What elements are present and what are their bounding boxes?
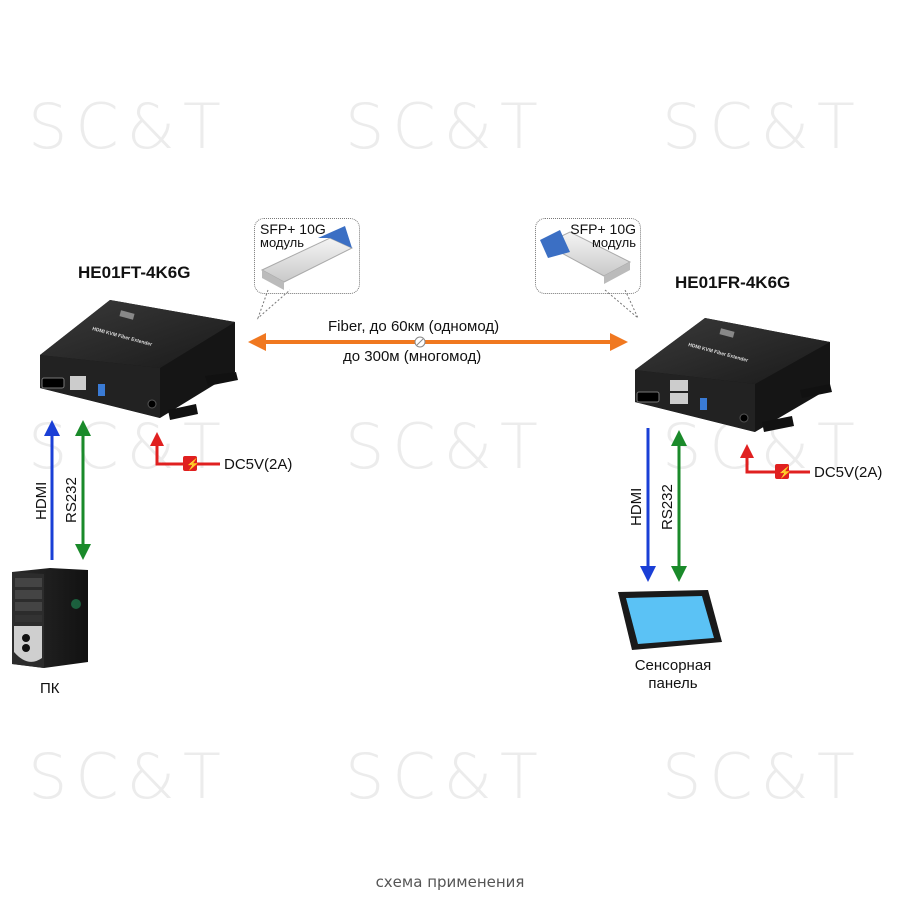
power-label-right: DC5V(2A) xyxy=(814,464,883,481)
touch-panel-icon xyxy=(618,590,722,650)
bubble-tail-right xyxy=(604,289,639,319)
rs232-arrow-left xyxy=(75,420,91,560)
rs232-arrow-right xyxy=(671,430,687,582)
rs232-label-right: RS232 xyxy=(659,484,676,530)
fiber-link-arrow xyxy=(248,333,628,351)
svg-text:⚡: ⚡ xyxy=(186,458,200,471)
pc-tower-icon xyxy=(12,568,88,668)
svg-text:⚡: ⚡ xyxy=(778,466,792,479)
watermark: SC&T xyxy=(662,90,863,163)
fiber-label-top: Fiber, до 60км (одномод) xyxy=(328,318,500,335)
watermark: SC&T xyxy=(662,740,863,813)
receiver-model: HE01FR-4K6G xyxy=(675,273,791,292)
watermark: SC&T xyxy=(345,740,546,813)
sfp-module-right xyxy=(540,230,632,284)
hdmi-label-right: HDMI xyxy=(628,487,645,526)
sfp-bubble-left xyxy=(254,218,360,294)
watermark: SC&T xyxy=(345,410,546,483)
fiber-label-bottom: до 300м (многомод) xyxy=(343,348,482,365)
hdmi-arrow-left xyxy=(44,420,60,560)
pc-label: ПК xyxy=(40,680,60,697)
touch-panel-label-line2: панель xyxy=(648,675,698,692)
hdmi-label-left: HDMI xyxy=(33,481,50,520)
power-arrow-right: ⚡ xyxy=(740,444,810,479)
watermark: SC&T xyxy=(28,90,229,163)
watermark: SC&T xyxy=(345,90,546,163)
sfp-right-line2: модуль xyxy=(591,235,636,250)
touch-panel-label: Сенсорная панель xyxy=(628,657,718,693)
power-arrow-left: ⚡ xyxy=(150,432,220,471)
receiver-device: HDMI KVM Fiber Extender xyxy=(635,318,832,432)
sfp-module-left xyxy=(260,226,354,290)
bubble-tail-left xyxy=(256,289,291,320)
diagram-caption: схема применения xyxy=(375,873,525,891)
hdmi-arrow-right xyxy=(640,428,656,582)
transmitter-device: HDMI KVM Fiber Extender xyxy=(40,300,238,420)
rs232-label-left: RS232 xyxy=(63,477,80,523)
sfp-left-line1: SFP+ 10G xyxy=(260,221,326,237)
touch-panel-label-line1: Сенсорная xyxy=(634,657,712,674)
transmitter-model: HE01FT-4K6G xyxy=(78,263,191,282)
sfp-right-line1: SFP+ 10G xyxy=(570,221,636,237)
sfp-bubble-right xyxy=(535,218,641,294)
sfp-left-label: SFP+ 10G модуль xyxy=(260,222,326,250)
watermark: SC&T xyxy=(28,740,229,813)
sfp-left-line2: модуль xyxy=(260,235,305,250)
power-label-left: DC5V(2A) xyxy=(224,456,293,473)
sfp-right-label: SFP+ 10G модуль xyxy=(560,222,636,250)
